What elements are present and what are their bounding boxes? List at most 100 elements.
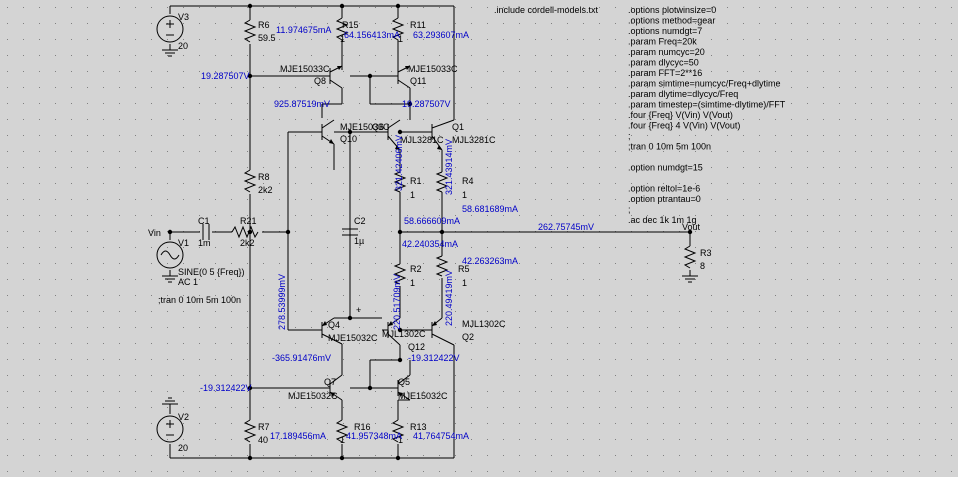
transistor-q10[interactable] [312,119,335,170]
label-r5: R5 [458,264,470,274]
op-r13-current: 41.764754mA [413,431,469,441]
label-q12: Q12 [408,342,425,352]
directive-line: .four {Freq} V(Vin) V(Vout) [628,110,733,120]
label-vin: Vin [148,228,161,238]
op-r5-current: 42.263263mA [462,256,518,266]
component-labels: V3 20 R6 59.5 R15 1 R1 1 1 MJE15033C Q8 M… [148,12,712,453]
label-q10: Q10 [340,134,357,144]
resistor-r21 [231,225,259,239]
label-r13-value: 1 [398,435,403,445]
directive-line: .param simtime=numcyc/Freq+dlytime [628,79,781,89]
op-r6-current: 11.974675mA [276,25,331,35]
wires [169,5,691,459]
label-q5: Q5 [398,377,410,387]
resistors[interactable] [231,17,698,443]
label-vout: Vout [682,222,701,232]
label-q7-model: MJE15032C [288,391,338,401]
label-r16: R16 [354,422,371,432]
label-q11-model: MJE15033C [408,64,458,74]
op-r7-current: 17.189456mA [270,431,326,441]
transistor-q8[interactable] [329,65,343,89]
label-r5-value: 1 [462,278,467,288]
transistor-q11[interactable] [397,65,411,89]
transistor-q12[interactable] [382,317,401,346]
op-q2-emitter: 220.49419mV [444,270,454,326]
capacitor-c1[interactable] [202,224,210,240]
label-r3: R3 [700,248,712,258]
label-v2: V2 [178,412,189,422]
label-r21-value: 2k2 [240,238,255,248]
label-r1: R1 [410,176,422,186]
op-q5-collector: -19.312422V [408,353,460,363]
label-r8: R8 [258,172,270,182]
op-q12-emitter: 220.51709mV [392,274,402,330]
label-v2-value: 20 [178,443,188,453]
resistor-r16 [335,419,349,443]
voltage-source-v1[interactable] [156,241,184,283]
transistor-q1[interactable] [431,119,455,151]
transistor-q6[interactable] [380,119,401,151]
resistor-r13 [391,419,405,443]
junctions [167,3,693,461]
directive-line: .options plotwinsize=0 [628,5,716,15]
label-v1-source: SINE(0 5 {Freq}) [178,267,245,277]
label-r6-value: 59.5 [258,33,276,43]
voltage-source-v3[interactable] [156,15,184,57]
directive-line: .option numdgt=15 [628,163,703,173]
directive-line: .param dlytime=dlycyc/Freq [628,89,738,99]
resistor-r8 [243,169,257,193]
label-q8: Q8 [314,76,326,86]
transistor-q5[interactable] [397,360,411,401]
label-c2-plus: + [356,305,361,315]
transistor-q2[interactable] [431,317,455,346]
label-q12-model: MJL1302C [382,329,426,339]
label-c1: C1 [198,216,210,226]
op-r2-current: 42.240354mA [402,239,458,249]
label-q8-model: MJE15033C [280,64,330,74]
directive-include: .include cordell-models.txt [494,5,599,15]
label-v1: V1 [178,238,189,248]
op-q1-emitter: 321.43914mV [444,139,454,195]
label-r2: R2 [410,264,422,274]
op-r16-current: 41.957348mA [346,431,402,441]
voltage-source-v2[interactable] [156,397,184,443]
resistor-r2 [393,263,407,285]
op-q6-emitter: 321.42406mV [394,135,404,191]
label-q2: Q2 [462,332,474,342]
op-node-bottom-base: -19.312422V [200,383,252,393]
op-r1-current: 58.666609mA [404,216,460,226]
directive-line: ; [628,131,631,141]
label-r4: R4 [462,176,474,186]
op-vout: 262.75745mV [538,222,594,232]
spice-directives[interactable]: .include cordell-models.txt .options plo… [494,5,786,225]
label-r13: R13 [410,422,427,432]
op-q8-collector: 925.87519mV [274,99,330,109]
directive-line: .options numdgt=7 [628,26,702,36]
transistor-q7[interactable] [329,374,343,401]
transistor-q4[interactable] [312,317,343,345]
resistor-r11 [391,17,405,44]
directive-line: .param Freq=20k [628,37,697,47]
label-r6: R6 [258,20,270,30]
capacitor-c2[interactable] [342,228,358,236]
directive-lines: .options plotwinsize=0.options method=ge… [628,5,786,225]
label-v3: V3 [178,12,189,22]
label-r15: R15 [342,20,359,30]
directive-line: .ac dec 1k 1m 1g [628,215,697,225]
resistor-r7 [243,419,257,443]
label-q2-model: MJL1302C [462,319,506,329]
directive-line: .param numcyc=20 [628,47,705,57]
directive-line: ;tran 0 10m 5m 100n [628,142,711,152]
label-r2-value: 1 [410,278,415,288]
label-q11: Q11 [410,76,426,86]
label-v1-tran: ;tran 0 10m 5m 100n [158,295,241,305]
directive-line: .param timestep=(simtime-dlytime)/FFT [628,100,786,110]
op-r4-current: 58.681689mA [462,204,518,214]
label-r7: R7 [258,422,270,432]
label-r1-value: 1 [410,190,415,200]
label-r8-value: 2k2 [258,185,273,195]
op-annotations: 11.974675mA 64.156413mA 63.293607mA 19.2… [200,25,594,441]
directive-line: .option ptrantau=0 [628,194,701,204]
label-q1-model: MJL3281C [452,135,496,145]
